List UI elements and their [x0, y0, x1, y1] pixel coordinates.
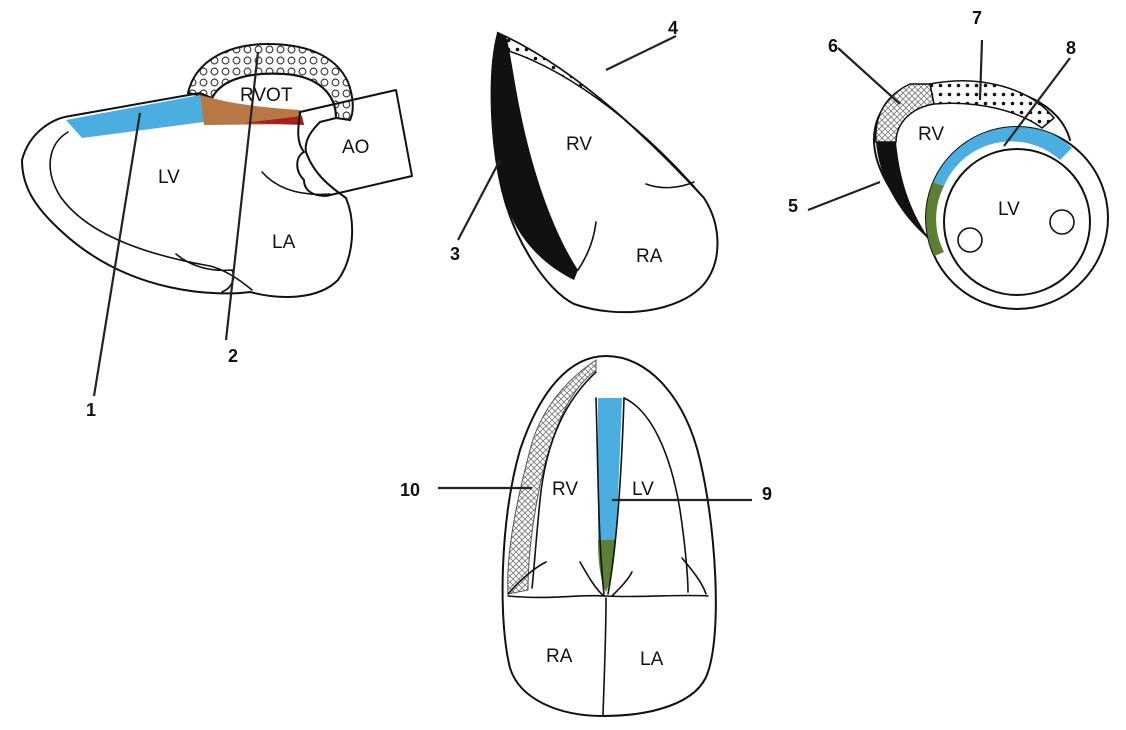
plax-view: LV LA AO RVOT 1 2: [21, 42, 413, 420]
a4c-av-plane: [507, 594, 709, 599]
sax-rv-black-wall: [876, 142, 930, 240]
a4c-atrial-septum: [602, 597, 607, 717]
a4c-rv-label: RV: [552, 479, 578, 500]
callout-4: 4: [668, 18, 678, 38]
plax-papillary: [175, 253, 235, 293]
leader-1: [92, 112, 142, 397]
plax-mitral-leaflet: [261, 171, 331, 196]
a4c-la-label: LA: [640, 649, 664, 670]
a4c-mitral-right: [681, 557, 707, 595]
sax-papillary-left: [957, 227, 983, 253]
sax-lv-inner: [943, 148, 1091, 296]
rv-inflow-rv-label: RV: [566, 134, 592, 155]
callout-3: 3: [450, 244, 460, 264]
leader-2: [224, 51, 260, 341]
plax-lv-label: LV: [158, 167, 180, 188]
rv-inflow-view: RV RA 3 4: [450, 18, 719, 314]
a4c-rv-inner: [531, 371, 597, 589]
sax-view: RV LV 5 6 7 8: [788, 8, 1109, 310]
a4c-outline: [501, 355, 717, 717]
a4c-tricuspid-right: [579, 561, 605, 597]
plax-anteroseptal-segment: [66, 95, 204, 138]
a4c-septum-blue: [598, 398, 622, 540]
sax-rv-dotted-wall: [929, 80, 1056, 129]
sax-papillary-right: [1049, 209, 1075, 235]
callout-9: 9: [762, 484, 772, 504]
plax-la-label: LA: [272, 232, 296, 253]
callout-8: 8: [1066, 38, 1076, 58]
a4c-mitral-left: [611, 571, 633, 597]
rv-inflow-tricuspid-1: [577, 221, 597, 271]
sax-lv-label: LV: [998, 199, 1020, 220]
callout-5: 5: [788, 196, 798, 216]
plax-rvot-label: RVOT: [240, 85, 293, 106]
callout-2: 2: [228, 346, 238, 366]
sax-rv-label: RV: [918, 124, 944, 145]
callout-10: 10: [400, 480, 420, 500]
plax-lv-cavity: [49, 131, 253, 291]
leader-5: [807, 180, 881, 212]
plax-red-sliver: [244, 116, 304, 125]
rv-inflow-tricuspid-2: [645, 181, 695, 189]
leader-6: [837, 47, 901, 105]
callout-1: 1: [86, 400, 96, 420]
callout-6: 6: [828, 36, 838, 56]
a4c-lv-label: LV: [632, 479, 654, 500]
plax-ao-label: AO: [342, 137, 369, 158]
rv-inflow-inferior-wall: [491, 33, 578, 280]
a4c-ra-label: RA: [546, 646, 573, 667]
plax-heart-outline: [21, 72, 354, 298]
sax-lv-green-segment: [926, 180, 944, 258]
aorta-box: [296, 89, 413, 197]
rv-inflow-ra-label: RA: [636, 246, 663, 267]
a4c-lv-inner: [623, 397, 689, 593]
leader-4: [605, 35, 677, 71]
a4c-tricuspid-left: [507, 561, 547, 595]
leader-8: [1003, 57, 1071, 147]
callout-7: 7: [972, 8, 982, 28]
leader-7: [978, 39, 984, 101]
a4c-view: RV LV RA LA 10 9: [400, 355, 772, 717]
leader-3: [457, 159, 501, 241]
a4c-rv-free-wall: [507, 359, 597, 595]
rv-inflow-anterior-wall: [496, 31, 705, 199]
